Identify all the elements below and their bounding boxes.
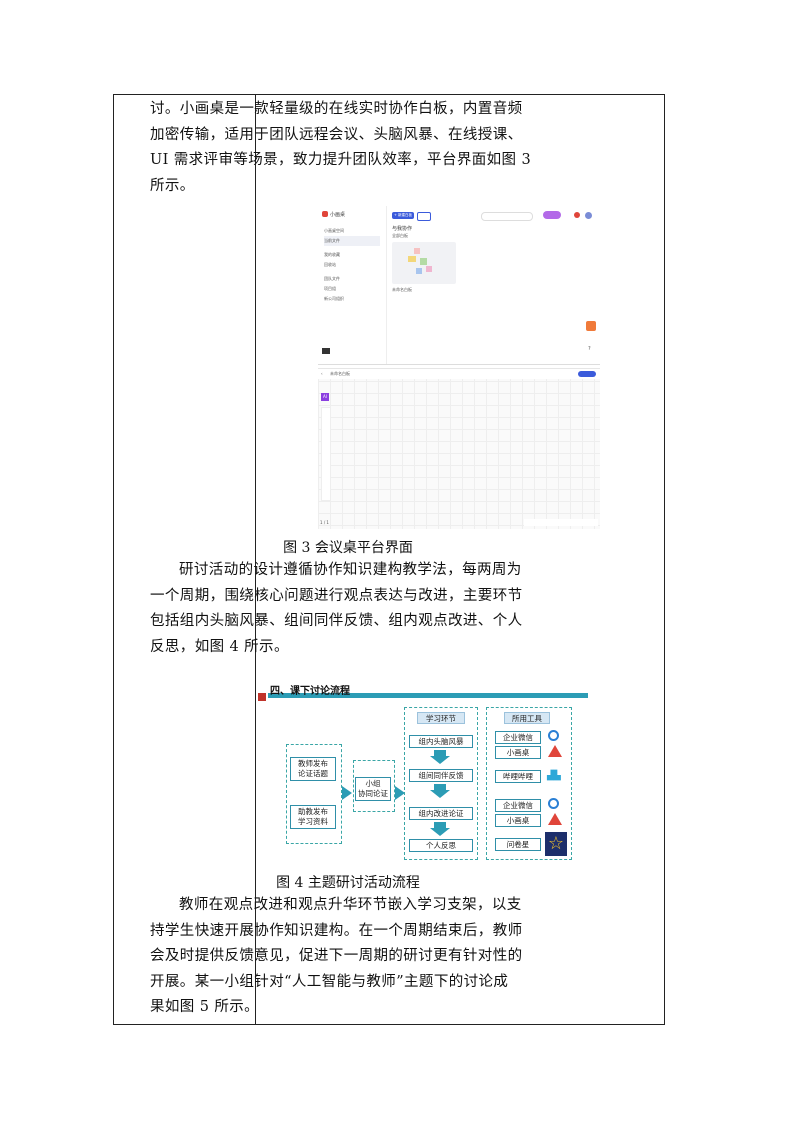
p1-line: 所示。 — [150, 177, 195, 194]
import-button[interactable] — [417, 212, 431, 221]
ai-button[interactable]: AI — [321, 393, 329, 401]
sidebar-item[interactable]: 小画桌空间 — [324, 228, 344, 233]
sticky-note — [426, 266, 432, 272]
page-indicator: 1 / 1 — [320, 520, 329, 525]
upgrade-button[interactable] — [543, 211, 561, 219]
figure-4-caption: 图 4 主题研讨活动流程 — [276, 875, 420, 891]
figure-3-screenshot: 小画桌 小画桌空间 当前文件 我的收藏 回收站 团队文件 项目组 新公司组织 +… — [318, 206, 600, 529]
p3-line: 开展。某一小组针对“人工智能与教师”主题下的讨论成 — [150, 973, 509, 990]
xiaohuazhuo-icon — [548, 813, 562, 825]
p1-line: UI 需求评审等场景，致力提升团队效率，平台界面如图 3 — [150, 152, 532, 169]
arrow-right-icon — [395, 786, 405, 800]
banner-marker — [258, 693, 266, 701]
card-title: 未命名白板 — [392, 287, 412, 292]
share-button[interactable] — [578, 371, 596, 377]
sidebar-item[interactable]: 团队文件 — [324, 276, 340, 281]
app-name: 小画桌 — [330, 212, 346, 218]
sidebar-item[interactable]: 当前文件 — [324, 236, 380, 246]
p2-line: 包括组内头脑风暴、组间同伴反馈、组内观点改进、个人 — [150, 613, 523, 630]
user-avatar[interactable] — [585, 212, 592, 219]
step-box: 组内改进论证 — [409, 807, 473, 820]
p1-line: 讨。小画桌是一款轻量级的在线实时协作白板，内置音频 — [150, 101, 523, 117]
tool-box: 企业微信 — [495, 799, 541, 812]
zoom-controls[interactable] — [524, 519, 598, 526]
tool-box: 问卷星 — [495, 838, 541, 851]
step-box: 组间同伴反馈 — [409, 769, 473, 782]
steps-header: 学习环节 — [417, 712, 465, 724]
paragraph-3: 教师在观点改进和观点升华环节嵌入学习支架，以支 持学生快速开展协作知识建构。在一… — [150, 893, 546, 1021]
assistant-material-box: 助教发布 学习资料 — [290, 805, 336, 829]
logo-icon — [322, 211, 328, 217]
group-argument-box: 小组 协同论证 — [355, 777, 391, 801]
steps-group — [404, 707, 478, 860]
tool-box: 小画桌 — [495, 814, 541, 827]
teacher-topic-box: 教师发布 论证话题 — [290, 757, 336, 781]
arrow-right-icon — [342, 786, 352, 800]
tools-header: 所用工具 — [504, 712, 550, 724]
search-input[interactable] — [481, 212, 533, 221]
p2-line: 研讨活动的设计遵循协作知识建构教学法，每两周为 — [179, 562, 522, 578]
left-group — [286, 744, 342, 844]
dashboard-view: 小画桌 小画桌空间 当前文件 我的收藏 回收站 团队文件 项目组 新公司组织 +… — [318, 206, 600, 365]
bilibili-icon: ▟▙ — [547, 771, 561, 781]
step-box: 个人反思 — [409, 839, 473, 852]
sidebar-item[interactable]: 回收站 — [324, 262, 336, 267]
arrow-down-stem — [434, 822, 446, 828]
figure-4-flowchart: 四、课下讨论流程 教师发布 论证话题 助教发布 学习资料 小组 协同论证 学习环… — [258, 680, 592, 864]
wenjuanxing-star-icon: ☆ — [545, 832, 567, 856]
arrow-down-icon — [430, 790, 450, 798]
middle-group — [353, 760, 395, 812]
avatar — [322, 348, 330, 354]
sticky-note — [416, 268, 422, 274]
p2-line: 一个周期，围绕核心问题进行观点表达与改进，主要环节 — [150, 587, 523, 604]
arrow-down-icon — [430, 828, 450, 836]
back-icon[interactable]: ‹ — [321, 371, 323, 376]
board-toolbar: ‹ 未命名白板 — [318, 369, 600, 379]
p1-line: 加密传输，适用于团队远程会议、头脑风暴、在线授课、 — [150, 126, 523, 143]
sidebar: 小画桌空间 当前文件 我的收藏 回收站 团队文件 项目组 新公司组织 — [324, 226, 380, 304]
gift-icon[interactable] — [586, 321, 596, 331]
p2-line: 反思，如图 4 所示。 — [150, 638, 289, 655]
tool-palette[interactable] — [321, 407, 331, 501]
sub-title: 全部白板 — [392, 233, 408, 238]
arrow-down-stem — [434, 784, 446, 790]
board-title: 未命名白板 — [330, 371, 350, 376]
wecom-icon — [548, 798, 559, 809]
tool-box: 哔哩哔哩 — [495, 770, 541, 783]
p3-line: 果如图 5 所示。 — [150, 999, 260, 1016]
notification-icon[interactable] — [574, 212, 580, 218]
board-card[interactable] — [392, 242, 456, 284]
banner-bar — [268, 693, 588, 698]
sidebar-divider — [386, 206, 387, 364]
document-table — [113, 94, 665, 1025]
paragraph-2: 研讨活动的设计遵循协作知识建构教学法，每两周为 一个周期，围绕核心问题进行观点表… — [150, 558, 546, 660]
paragraph-1: 讨。小画桌是一款轻量级的在线实时协作白板，内置音频 加密传输，适用于团队远程会议… — [150, 97, 546, 199]
arrow-down-icon — [430, 756, 450, 764]
sidebar-item[interactable]: 我的收藏 — [324, 252, 340, 257]
help-icon[interactable]: ? — [588, 346, 591, 352]
p3-line: 会及时提供反馈意见，促进下一周期的研讨更有针对性的 — [150, 948, 523, 965]
xiaohuazhuo-icon — [548, 745, 562, 757]
p3-line: 持学生快速开展协作知识建构。在一个周期结束后，教师 — [150, 922, 523, 939]
whiteboard-view: ‹ 未命名白板 AI 1 / 1 — [318, 368, 600, 529]
column-divider — [255, 95, 256, 1024]
sidebar-item[interactable]: 项目组 — [324, 286, 336, 291]
sidebar-item[interactable]: 新公司组织 — [324, 296, 344, 301]
sticky-note — [414, 248, 420, 254]
arrow-down-stem — [434, 750, 446, 756]
tool-box: 企业微信 — [495, 731, 541, 744]
p3-line: 教师在观点改进和观点升华环节嵌入学习支架，以支 — [179, 897, 522, 913]
banner-title: 四、课下讨论流程 — [270, 686, 350, 697]
sticky-note — [420, 258, 427, 265]
figure-3-caption: 图 3 会议桌平台界面 — [283, 540, 413, 556]
sticky-note — [408, 256, 416, 262]
wecom-icon — [548, 730, 559, 741]
tools-group — [486, 707, 572, 860]
step-box: 组内头脑风暴 — [409, 735, 473, 748]
page-title: 与我协作 — [392, 226, 413, 232]
new-board-button[interactable]: + 新建白板 — [392, 212, 414, 219]
tool-box: 小画桌 — [495, 746, 541, 759]
